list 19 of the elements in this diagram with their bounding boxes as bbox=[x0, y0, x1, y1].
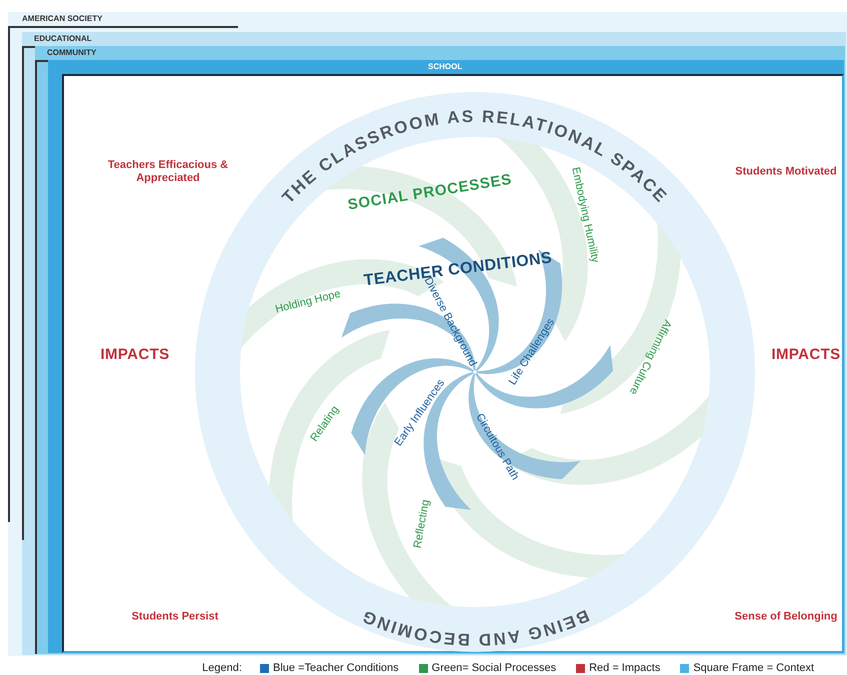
process-label: Reflecting bbox=[410, 498, 433, 550]
impact-label: Sense of Belonging bbox=[734, 610, 838, 624]
legend-text: Red = Impacts bbox=[589, 661, 660, 675]
impact-label: Students Motivated bbox=[734, 166, 838, 178]
impacts-heading: IMPACTS bbox=[772, 344, 840, 365]
process-label: Holding Hope bbox=[274, 286, 342, 318]
impacts-heading: IMPACTS bbox=[100, 344, 170, 365]
frame-label: COMMUNITY bbox=[47, 47, 96, 59]
process-label: Embodying Humility bbox=[568, 166, 602, 264]
legend-text: Blue =Teacher Conditions bbox=[273, 661, 399, 675]
processes-heading: SOCIAL PROCESSES bbox=[346, 170, 514, 216]
impact-label: Teachers Efficacious & Appreciated bbox=[106, 159, 230, 185]
frame-label: AMERICAN SOCIETY bbox=[22, 13, 102, 25]
frame-label: SCHOOL bbox=[428, 61, 462, 73]
legend-text: Square Frame = Context bbox=[693, 661, 814, 675]
legend-title: Legend: bbox=[202, 660, 242, 675]
impact-label: Students Persist bbox=[130, 610, 220, 624]
legend-text: Green= Social Processes bbox=[432, 661, 556, 675]
frame-label: EDUCATIONAL bbox=[34, 33, 92, 45]
